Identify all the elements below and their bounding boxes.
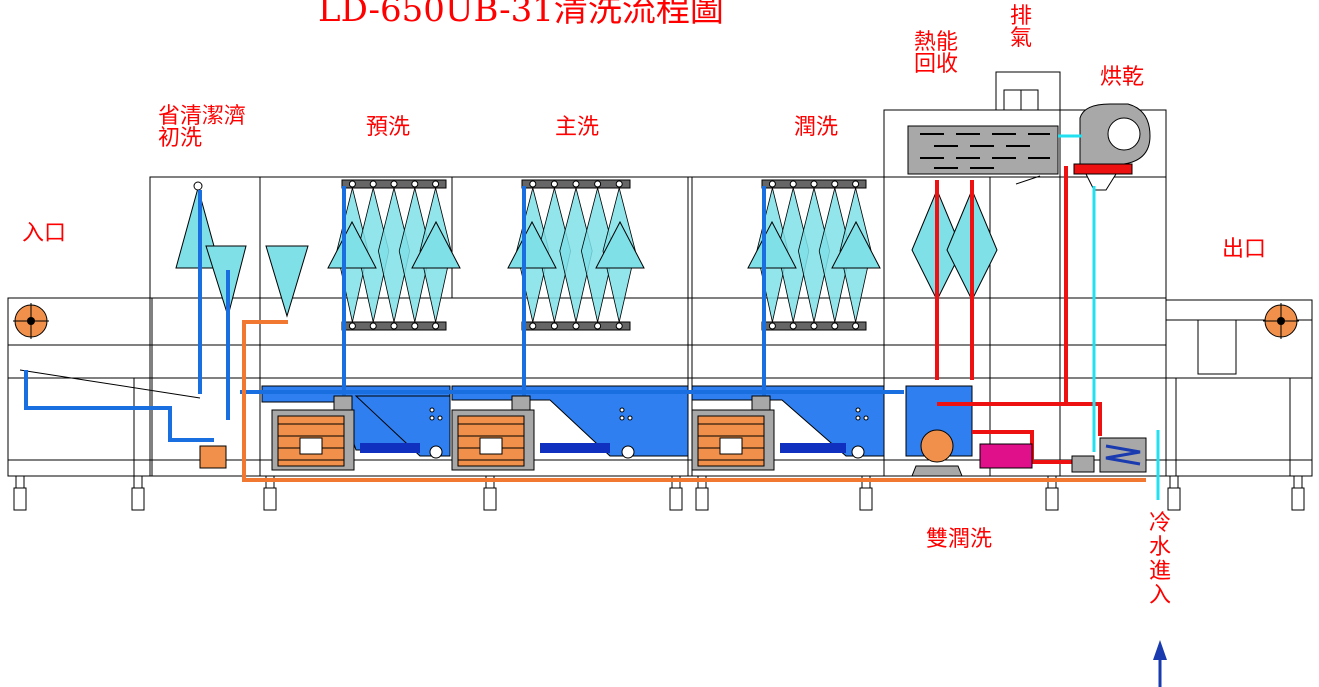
wash-pumps [271, 395, 775, 471]
machine-foot-pad [859, 487, 873, 511]
spray-cone-left [327, 220, 377, 269]
exit-roller [1263, 303, 1299, 339]
label-drying: 烘乾 [1100, 65, 1145, 90]
label-water-saving-prewash: 省清潔濟 初洗 [158, 104, 247, 151]
machine-foot-pad [1291, 487, 1305, 511]
spray-nozzle [369, 322, 377, 330]
spray-nozzle [810, 180, 818, 188]
wash-pump [271, 395, 355, 471]
water-saving-spray-cones [175, 181, 309, 318]
motor-plate [719, 437, 743, 455]
blue-pipes [24, 186, 904, 453]
spray-nozzle [432, 180, 440, 188]
cyan-pipes [1058, 134, 1160, 500]
label-cold-water-inlet: 冷水進入 [1148, 511, 1171, 608]
spray-nozzle [550, 322, 558, 330]
spray-nozzle [550, 180, 558, 188]
orange-pipes [242, 320, 1146, 482]
tank-fittings [429, 407, 869, 459]
spray-nozzle [852, 180, 860, 188]
machine-foot [133, 475, 143, 489]
pump-valve [511, 395, 531, 411]
spray-nozzle [594, 180, 602, 188]
pump-valve [751, 395, 771, 411]
spray-racks [327, 179, 881, 331]
spray-nozzle [768, 322, 776, 330]
machine-foot-pad [131, 487, 145, 511]
heater-box [979, 443, 1033, 469]
heat-recovery-exchanger [907, 125, 1059, 185]
label-prewash: 預洗 [366, 115, 411, 140]
label-heat-recovery: 熱能 回收 [914, 30, 959, 77]
machine-body [7, 71, 1313, 477]
machine-foot [1293, 475, 1303, 489]
spray-nozzle [348, 180, 356, 188]
spray-nozzle [810, 322, 818, 330]
double-rinse-pump [911, 429, 963, 477]
spray-cone-right [831, 220, 881, 269]
heat-exchanger-coil [1071, 437, 1147, 473]
label-main-wash: 主洗 [555, 115, 600, 140]
spray-nozzle [831, 180, 839, 188]
prewash-pump-small [199, 445, 227, 469]
spray-nozzle [789, 322, 797, 330]
label-exhaust: 排 氣 [1010, 4, 1033, 51]
diagram-title: LD-650UB-31清洗流程圖 [318, 0, 724, 30]
spray-rack [507, 179, 645, 331]
spray-nozzle [432, 322, 440, 330]
spray-rack [327, 179, 461, 331]
spray-nozzle [852, 322, 860, 330]
wash-pump [691, 395, 775, 471]
wash-pump [451, 395, 535, 471]
double-rinse-sprays [911, 180, 998, 380]
spray-nozzle [529, 322, 537, 330]
motor-plate [299, 437, 323, 455]
spray-nozzle [594, 322, 602, 330]
spray-nozzle [789, 180, 797, 188]
spray-nozzle [768, 180, 776, 188]
machine-foot-pad [1167, 487, 1181, 511]
spray-cone-left [507, 220, 557, 269]
machine-foot-pad [13, 487, 27, 511]
spray-nozzle [411, 180, 419, 188]
spray-nozzle [411, 322, 419, 330]
label-entrance: 入口 [22, 221, 67, 246]
label-rinse: 潤洗 [794, 115, 839, 140]
spray-nozzle [390, 180, 398, 188]
spray-nozzle [390, 322, 398, 330]
pump-valve [333, 395, 353, 411]
entrance-roller [13, 303, 49, 339]
machine-foot-pad [263, 487, 277, 511]
spray-nozzle [572, 180, 580, 188]
machine-foot-pad [483, 487, 497, 511]
label-exit: 出口 [1222, 237, 1267, 262]
machine-foot-pad [669, 487, 683, 511]
wash-tanks [19, 369, 973, 457]
spray-rack [747, 179, 881, 331]
spray-nozzle [615, 180, 623, 188]
drying-blower [1073, 103, 1151, 191]
spray-cone-left [747, 220, 797, 269]
machine-foot [1169, 475, 1179, 489]
spray-nozzle [529, 180, 537, 188]
spray-nozzle [615, 322, 623, 330]
machine-foot-pad [1045, 487, 1059, 511]
spray-cone-right [595, 220, 645, 269]
spray-nozzle [831, 322, 839, 330]
spray-nozzle [572, 322, 580, 330]
spray-nozzle [369, 180, 377, 188]
motor-plate [479, 437, 503, 455]
machine-foot [15, 475, 25, 489]
machine-foot-pad [695, 487, 709, 511]
label-double-rinse: 雙潤洗 [926, 527, 993, 552]
spray-cone-right [411, 220, 461, 269]
spray-nozzle [348, 322, 356, 330]
cold-water-arrow-icon [1153, 640, 1167, 687]
